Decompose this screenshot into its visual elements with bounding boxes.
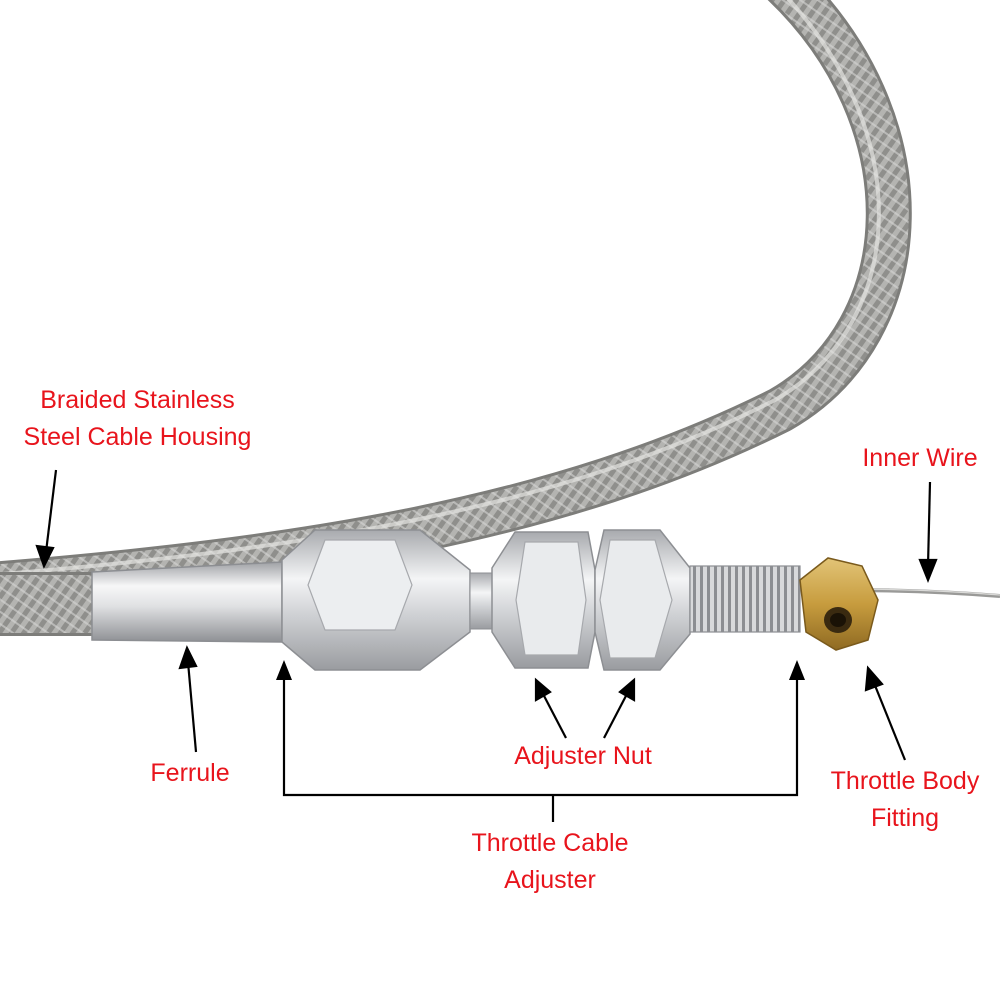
callout-adjuster-nut-arrows — [534, 677, 636, 739]
label-housing-line2: Steel Cable Housing — [23, 423, 252, 451]
label-inner-wire: Inner Wire — [845, 440, 995, 477]
callout-adjuster-bracket — [282, 675, 799, 822]
label-body-fitting: Throttle Body Fitting — [810, 763, 1000, 837]
braided-housing-straight — [0, 572, 100, 636]
label-inner-wire-text: Inner Wire — [862, 444, 978, 472]
label-ferrule-text: Ferrule — [150, 759, 230, 787]
threaded-stud — [689, 565, 801, 633]
label-adjuster-nut: Adjuster Nut — [488, 738, 678, 775]
adjuster-nut — [491, 529, 691, 671]
callout-inner-wire-arrow — [918, 481, 938, 583]
callout-housing-arrow — [35, 469, 58, 569]
label-cable-adjuster-line1: Throttle Cable — [471, 829, 629, 857]
label-cable-adjuster-line2: Adjuster — [504, 866, 596, 894]
callout-ferrule-arrow — [178, 645, 198, 753]
label-body-fitting-line2: Fitting — [870, 804, 940, 832]
label-body-fitting-line1: Throttle Body — [830, 767, 980, 795]
callout-adjuster-bracket-heads — [276, 660, 805, 680]
label-housing: Braided Stainless Steel Cable Housing — [5, 382, 270, 456]
braided-cable-housing — [0, 0, 912, 608]
label-cable-adjuster: Throttle Cable Adjuster — [450, 825, 650, 899]
throttle-body-fitting — [799, 557, 879, 651]
label-adjuster-nut-text: Adjuster Nut — [514, 742, 652, 770]
hex-fitting — [281, 529, 493, 671]
label-ferrule: Ferrule — [130, 755, 250, 792]
callout-body-fitting-arrow — [864, 665, 907, 761]
label-housing-line1: Braided Stainless — [40, 386, 235, 414]
ferrule — [91, 561, 283, 643]
